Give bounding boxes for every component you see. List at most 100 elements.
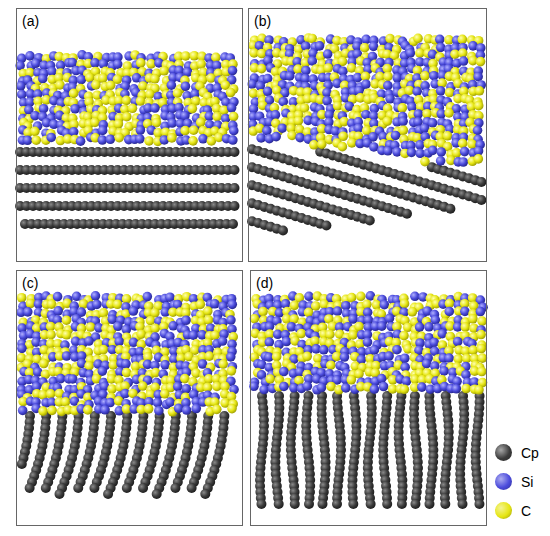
atom-sphere xyxy=(295,133,305,143)
atom-sphere xyxy=(160,389,170,399)
atom-sphere xyxy=(187,483,197,493)
atom-sphere xyxy=(443,131,453,141)
atom-sphere xyxy=(287,131,297,141)
atom-sphere xyxy=(369,42,379,52)
atom-sphere xyxy=(366,499,376,509)
atom-sphere xyxy=(129,306,139,316)
atom-sphere xyxy=(256,499,266,509)
atom-sphere xyxy=(212,112,222,122)
atom-sphere xyxy=(17,459,27,469)
atom-sphere xyxy=(365,216,375,226)
atom-sphere xyxy=(476,195,486,205)
atom-sphere xyxy=(476,57,486,67)
atom-sphere xyxy=(436,147,446,157)
atom-sphere xyxy=(338,142,348,152)
atom-sphere xyxy=(210,330,220,340)
atom-sphere xyxy=(18,406,28,416)
atom-sphere xyxy=(256,133,266,143)
atom-sphere xyxy=(218,336,228,346)
atom-sphere xyxy=(205,351,215,361)
atom-sphere xyxy=(106,80,116,90)
atom-sphere xyxy=(16,81,26,91)
atom-sphere xyxy=(391,131,401,141)
atom-sphere xyxy=(103,489,113,499)
atom-sphere xyxy=(31,135,41,145)
atom-sphere xyxy=(196,59,206,69)
atom-sphere xyxy=(474,101,484,111)
atom-sphere xyxy=(181,51,191,61)
atom-sphere xyxy=(17,344,27,354)
atom-sphere xyxy=(392,147,402,157)
atom-sphere xyxy=(86,322,96,332)
atom-sphere xyxy=(17,90,27,100)
atom-sphere xyxy=(39,359,49,369)
atom-sphere xyxy=(318,499,328,509)
atom-sphere xyxy=(315,41,325,51)
atom-sphere xyxy=(92,300,102,310)
atom-sphere xyxy=(122,96,132,106)
atom-sphere xyxy=(227,300,237,310)
atom-sphere xyxy=(189,125,199,135)
atom-sphere xyxy=(347,138,357,148)
atom-sphere xyxy=(46,330,56,340)
atom-sphere xyxy=(385,34,395,44)
atom-sphere xyxy=(25,483,35,493)
atom-sphere xyxy=(121,359,131,369)
atom-sphere xyxy=(138,81,148,91)
atom-sphere xyxy=(188,136,198,146)
atom-sphere xyxy=(31,58,41,68)
atom-sphere xyxy=(360,43,370,53)
atom-sphere xyxy=(407,148,417,158)
atom-sphere xyxy=(392,73,402,83)
atom-sphere xyxy=(144,136,154,146)
atom-sphere xyxy=(229,112,239,122)
atom-sphere xyxy=(383,72,393,82)
atom-sphere xyxy=(230,165,240,175)
atom-sphere xyxy=(458,139,468,149)
atom-sphere xyxy=(230,201,240,211)
atom-sphere xyxy=(159,66,169,76)
atom-sphere xyxy=(271,132,281,142)
atom-sphere xyxy=(160,360,170,370)
atom-sphere xyxy=(181,81,191,91)
atom-sphere xyxy=(274,499,284,509)
atom-sphere xyxy=(138,483,148,493)
atom-sphere xyxy=(230,147,240,157)
atom-sphere xyxy=(212,405,222,415)
atom-sphere xyxy=(415,48,425,58)
atom-sphere xyxy=(227,366,237,376)
atom-sphere xyxy=(182,405,192,415)
atom-sphere xyxy=(398,103,408,113)
atom-sphere xyxy=(347,63,357,73)
atom-sphere xyxy=(228,219,238,229)
atom-sphere xyxy=(436,43,446,53)
atom-sphere xyxy=(290,499,300,509)
atom-sphere xyxy=(170,483,180,493)
atom-sphere xyxy=(113,299,123,309)
atom-sphere xyxy=(136,329,146,339)
atom-sphere xyxy=(107,384,117,394)
atom-sphere xyxy=(23,307,33,317)
atom-sphere xyxy=(348,499,358,509)
atom-sphere xyxy=(150,323,160,333)
atom-sphere xyxy=(167,133,177,143)
atom-sphere xyxy=(41,483,51,493)
atom-sphere xyxy=(476,177,486,187)
atom-sphere xyxy=(191,404,201,414)
atom-sphere xyxy=(114,337,124,347)
atom-sphere xyxy=(459,56,469,66)
atom-sphere xyxy=(113,59,123,69)
atom-sphere xyxy=(73,483,83,493)
atom-sphere xyxy=(333,101,343,111)
atom-sphere xyxy=(17,293,27,303)
atom-sphere xyxy=(69,89,79,99)
atom-sphere xyxy=(321,221,331,231)
atom-sphere xyxy=(285,71,295,81)
atom-sphere xyxy=(136,125,146,135)
atom-sphere xyxy=(150,74,160,84)
atom-sphere xyxy=(322,88,332,98)
atom-sphere xyxy=(410,499,420,509)
atom-sphere xyxy=(458,157,468,167)
atom-sphere xyxy=(62,330,72,340)
atom-sphere xyxy=(473,72,483,82)
